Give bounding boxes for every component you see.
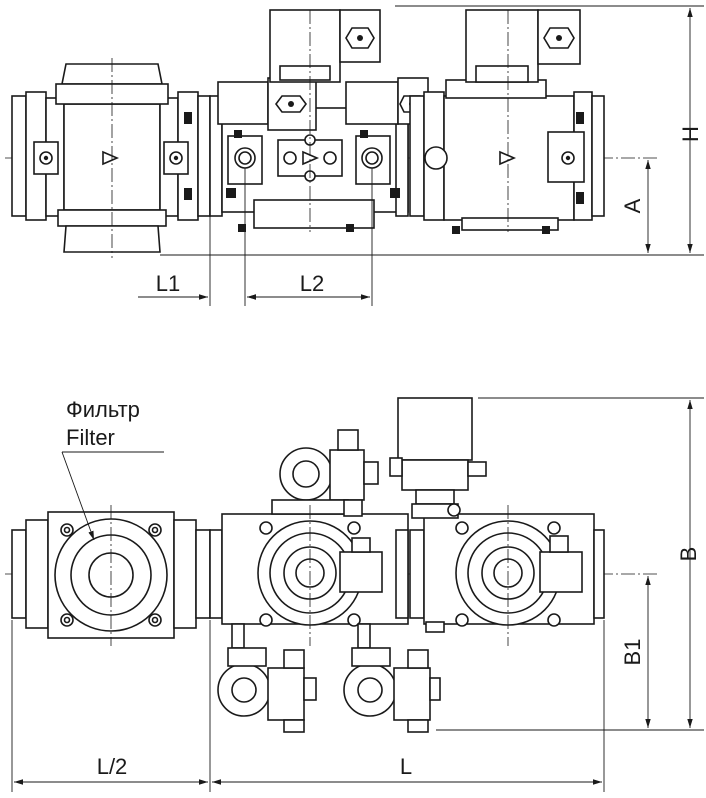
dim-A-label: A <box>620 198 645 213</box>
right-valve-front <box>409 9 605 234</box>
filter-leader <box>61 451 95 541</box>
filter-label-en: Filter <box>66 425 115 450</box>
filter-label-ru: Фильтр <box>66 397 140 422</box>
front-view: H A L1 L2 <box>5 5 704 306</box>
dim-L2-label: L2 <box>300 271 324 296</box>
dim-L-label: L <box>400 754 412 779</box>
dim-B-label: B <box>676 547 701 562</box>
middle-block-front <box>209 9 429 232</box>
right-valve-plan <box>389 397 605 633</box>
plan-view: Фильтр Filter B B1 L/2 L <box>5 397 704 792</box>
dim-Lhalf-label: L/2 <box>97 754 128 779</box>
dim-B1-label: B1 <box>620 639 645 666</box>
dim-H-label: H <box>678 126 703 142</box>
filter-body-plan <box>11 511 211 639</box>
filter-body-front <box>11 63 211 253</box>
dim-L1-label: L1 <box>156 271 180 296</box>
